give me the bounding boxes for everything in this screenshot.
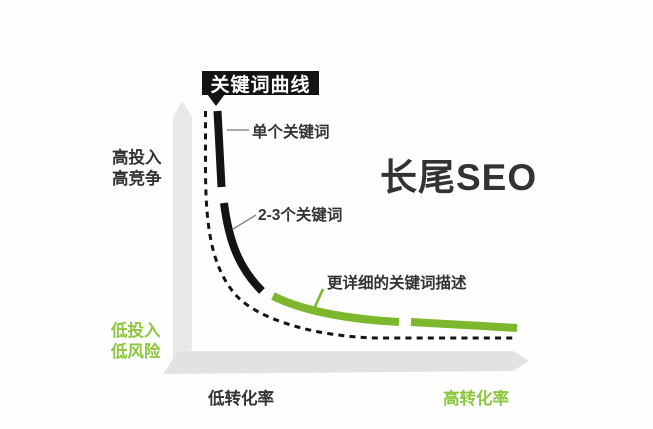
y-axis-top-label: 高投入 高竞争 — [112, 148, 162, 190]
y-axis-top-line2: 高竞争 — [112, 170, 162, 188]
callout-pointer-triangle — [207, 94, 225, 106]
x-axis-bar — [163, 351, 529, 374]
curve-segment-detailed-keywords-a — [271, 292, 400, 326]
y-axis-bottom-label: 低投入 低风险 — [111, 321, 161, 363]
curve-segment-2-3-keywords — [220, 202, 265, 294]
connector-2-3-keywords — [232, 214, 257, 230]
keyword-curve-title: 关键词曲线 — [202, 71, 319, 96]
y-axis-bottom-line2: 低风险 — [111, 343, 161, 361]
connector-detailed-keywords — [311, 288, 325, 312]
y-axis-top-line1: 高投入 — [112, 149, 162, 167]
headline-long-tail-seo: 长尾SEO — [380, 157, 538, 198]
y-axis-bar — [173, 101, 192, 367]
label-detailed-keywords: 更详细的关键词描述 — [327, 275, 467, 292]
dashed-guide-curve — [204, 111, 513, 340]
y-axis-bottom-line1: 低投入 — [111, 322, 161, 340]
x-axis-right-label: 高转化率 — [443, 390, 509, 408]
label-2-3-keywords: 2-3个关键词 — [258, 207, 343, 224]
curve-segment-single-keyword — [213, 110, 226, 188]
curve-segment-detailed-keywords-b — [410, 318, 518, 332]
label-single-keyword: 单个关键词 — [252, 124, 330, 141]
x-axis-left-label: 低转化率 — [208, 390, 274, 408]
